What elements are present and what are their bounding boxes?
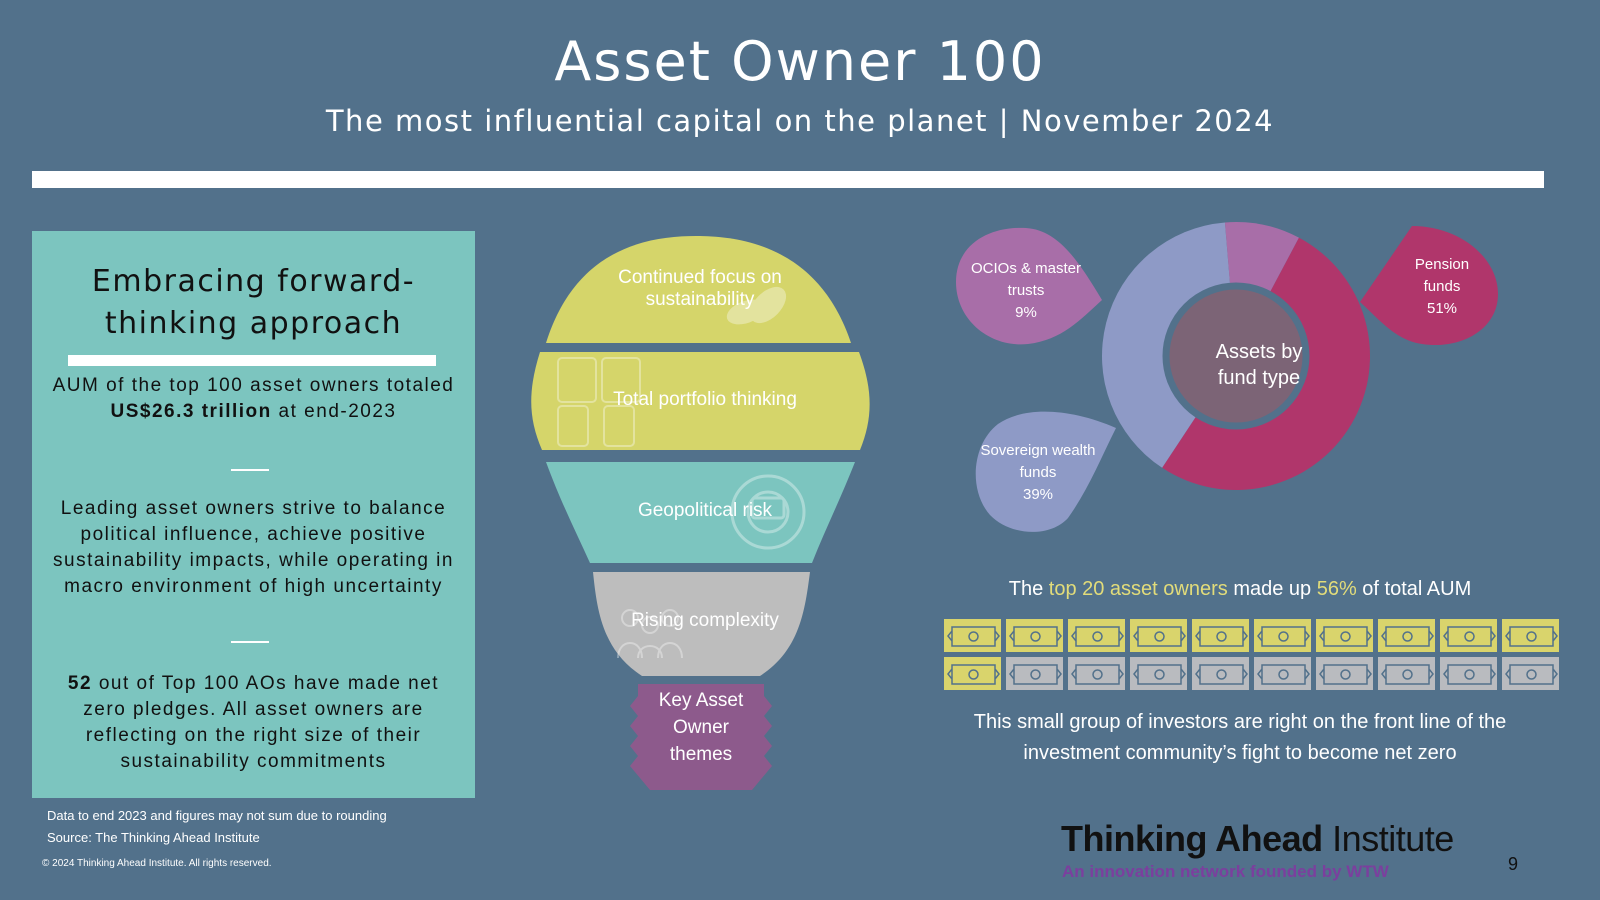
bulb-segment-2 xyxy=(531,352,870,450)
puzzle-icon xyxy=(557,357,641,447)
theme-label-complexity: Rising complexity xyxy=(631,610,779,631)
aum-text: AUM of the top 100 asset owners totaled … xyxy=(50,373,457,425)
page-subtitle: The most influential capital on the plan… xyxy=(325,104,1275,138)
callout-pension xyxy=(1360,226,1498,346)
donut-center-label: Assets by fund type xyxy=(1189,339,1329,391)
theme-label-geopolitical: Geopolitical risk xyxy=(637,500,773,521)
pension-label-line1: Pension xyxy=(1414,256,1470,273)
bulb-base-label: Key Asset Owner themes xyxy=(658,690,744,765)
page-number: 9 xyxy=(1508,854,1519,874)
theme-label-portfolio: Total portfolio thinking xyxy=(613,389,797,410)
banknote-icon xyxy=(1377,618,1436,653)
logo-tagline: An innovation network founded by WTW xyxy=(1062,862,1389,881)
banknote-icon xyxy=(1067,618,1126,653)
banknote-icon xyxy=(1253,656,1312,691)
banknote-icon xyxy=(1129,618,1188,653)
logo-bold: Thinking Ahead xyxy=(1061,818,1323,859)
panel-heading: Embracing forward- thinking approach xyxy=(32,261,475,345)
banknote-icon xyxy=(1501,618,1560,653)
top20-share: 56% xyxy=(1316,578,1357,600)
institute-logo: Thinking Ahead Institute xyxy=(1061,818,1454,860)
top20-statement: The top 20 asset owners made up 56% of t… xyxy=(940,578,1540,601)
bulb-segment-4 xyxy=(593,572,810,676)
banknote-icon xyxy=(943,618,1002,653)
closing-statement: This small group of investors are right … xyxy=(940,707,1540,769)
header-divider xyxy=(32,171,1544,188)
ocio-label-line1: OCIOs & master xyxy=(970,260,1082,277)
sovereign-value: 39% xyxy=(1022,486,1054,503)
pledge-count: 52 xyxy=(67,673,93,694)
top20-post: of total AUM xyxy=(1356,578,1472,600)
ocio-label-line2: trusts xyxy=(1007,282,1045,299)
banknote-icon xyxy=(1377,656,1436,691)
banknote-icon xyxy=(1005,618,1064,653)
panel-heading-line2: thinking approach xyxy=(104,306,403,341)
sovereign-label-line1: Sovereign wealth xyxy=(980,442,1096,459)
banknote-icon xyxy=(1501,656,1560,691)
banknote-icon xyxy=(1253,618,1312,653)
closing-line2: investment community’s fight to become n… xyxy=(1023,742,1457,764)
callout-sovereign xyxy=(975,411,1116,532)
aum-pre: AUM of the top 100 asset owners totaled xyxy=(52,375,455,396)
sovereign-label-line2: funds xyxy=(1019,464,1057,481)
people-icon xyxy=(617,609,683,659)
sovereign-label: Sovereign wealth funds 39% xyxy=(968,440,1108,506)
pledge-text: 52 out of Top 100 AOs have made net zero… xyxy=(50,671,457,775)
pension-label-line2: funds xyxy=(1423,278,1461,295)
pension-value: 51% xyxy=(1426,300,1458,317)
panel-rule xyxy=(68,355,436,366)
summary-panel: Embracing forward- thinking approach AUM… xyxy=(32,231,475,798)
theme-label-sustainability: Continued focus on sustainability xyxy=(618,267,782,310)
bulb-base xyxy=(630,684,772,790)
footnote-source: Source: The Thinking Ahead Institute xyxy=(47,830,260,845)
banknote-grid xyxy=(943,618,1563,693)
fund-type-chart: Pension funds 51% Sovereign wealth funds… xyxy=(950,220,1550,560)
banknote-icon xyxy=(1439,656,1498,691)
closing-line1: This small group of investors are right … xyxy=(973,711,1507,733)
callout-ocio xyxy=(956,227,1102,345)
bulb-segment-3 xyxy=(546,462,855,563)
donut-center-line2: fund type xyxy=(1217,367,1301,389)
panel-heading-line1: Embracing forward- xyxy=(91,264,416,299)
pension-label: Pension funds 51% xyxy=(1387,254,1497,320)
donut-center-line1: Assets by xyxy=(1215,341,1303,363)
banknote-icon xyxy=(1067,656,1126,691)
aum-value: US$26.3 trillion xyxy=(110,401,272,422)
short-rule-1 xyxy=(231,469,269,471)
logo-rest: Institute xyxy=(1322,818,1454,859)
ocio-label: OCIOs & master trusts 9% xyxy=(956,258,1096,324)
ocio-value: 9% xyxy=(1015,304,1037,321)
banknote-icon xyxy=(1129,656,1188,691)
banknote-icon xyxy=(1191,656,1250,691)
banknote-icon xyxy=(1439,618,1498,653)
top20-highlight: top 20 asset owners xyxy=(1048,578,1228,600)
footnote-rounding: Data to end 2023 and figures may not sum… xyxy=(47,808,387,823)
gear-icon xyxy=(730,474,806,550)
page-title: Asset Owner 100 xyxy=(554,30,1046,93)
banknote-icon xyxy=(1315,618,1374,653)
themes-bulb: Continued focus on sustainability Total … xyxy=(520,230,890,810)
bulb-segment-1 xyxy=(546,236,851,343)
donut-center-disc xyxy=(1162,282,1310,430)
banknote-icon xyxy=(1315,656,1374,691)
strive-text: Leading asset owners strive to balance p… xyxy=(53,498,454,597)
aum-post: at end-2023 xyxy=(271,401,397,422)
banknote-icon xyxy=(1005,656,1064,691)
leaf-icon xyxy=(726,286,787,325)
pledge-post: out of Top 100 AOs have made net zero pl… xyxy=(83,673,440,772)
copyright: © 2024 Thinking Ahead Institute. All rig… xyxy=(42,858,272,869)
top20-pre: The xyxy=(1008,578,1049,600)
short-rule-2 xyxy=(231,641,269,643)
banknote-icon xyxy=(1191,618,1250,653)
top20-mid: made up xyxy=(1227,578,1317,600)
banknote-icon xyxy=(943,656,1002,691)
